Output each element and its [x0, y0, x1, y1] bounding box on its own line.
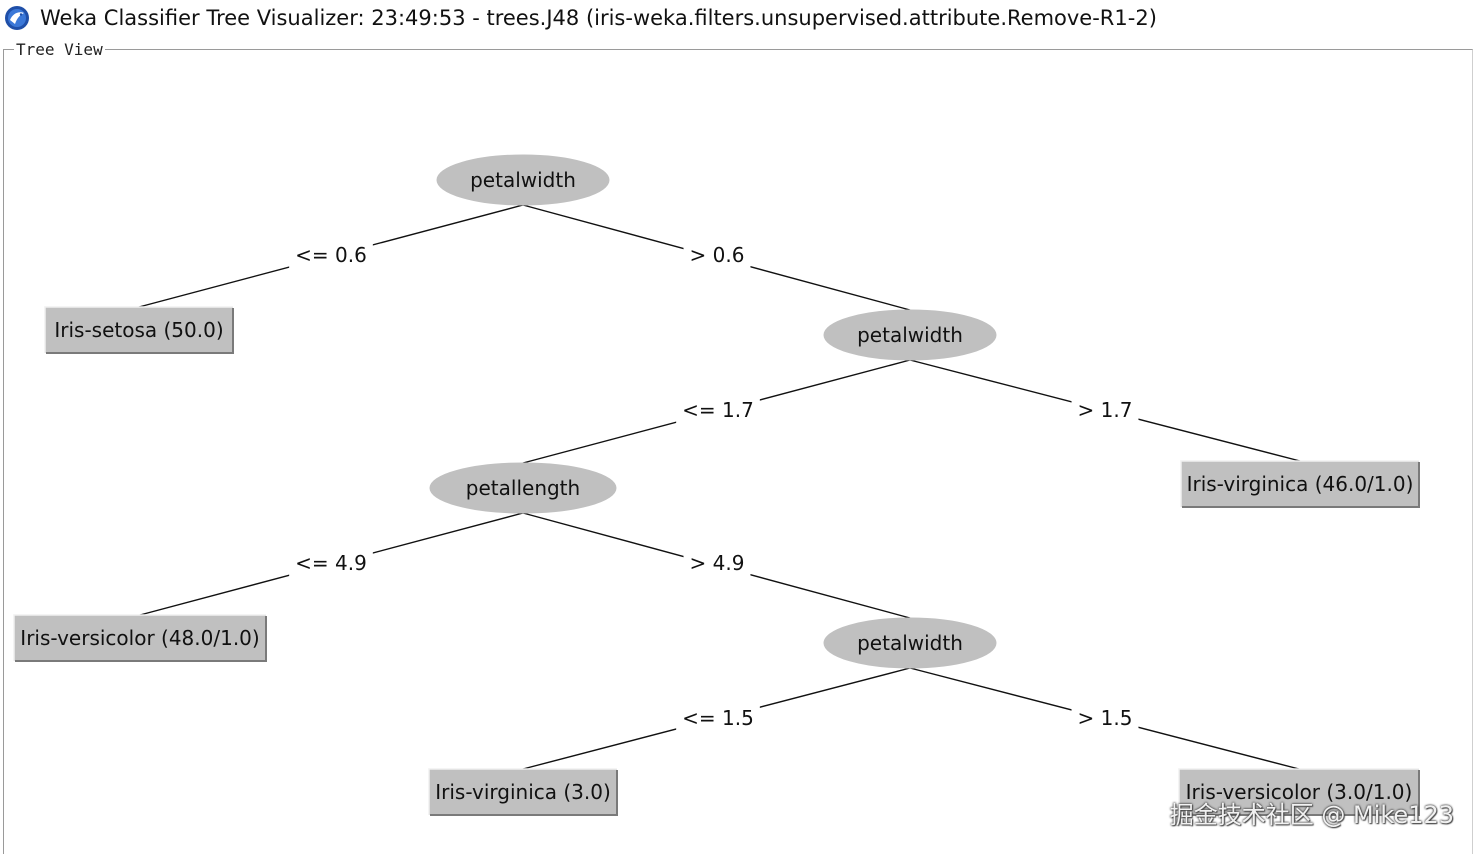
- svg-text:> 0.6: > 0.6: [690, 243, 745, 267]
- edge-label: <= 4.9: [289, 549, 373, 577]
- leaf-node[interactable]: Iris-versicolor (3.0/1.0): [1178, 768, 1420, 816]
- svg-text:<= 0.6: <= 0.6: [295, 243, 367, 267]
- node-label: Iris-versicolor (48.0/1.0): [20, 626, 259, 650]
- weka-bird-icon: [5, 6, 29, 30]
- title-bar[interactable]: Weka Classifier Tree Visualizer: 23:49:5…: [0, 0, 1478, 36]
- split-node[interactable]: petalwidth: [823, 617, 997, 669]
- watermark: 掘金技术社区 @ Mike123: [1169, 801, 1454, 829]
- svg-text:<= 4.9: <= 4.9: [295, 551, 367, 575]
- svg-text:> 1.7: > 1.7: [1078, 398, 1133, 422]
- node-label: Iris-setosa (50.0): [54, 318, 223, 342]
- leaf-node[interactable]: Iris-virginica (46.0/1.0): [1180, 460, 1420, 508]
- svg-text:> 4.9: > 4.9: [690, 551, 745, 575]
- node-label: petallength: [466, 476, 580, 500]
- node-label: Iris-versicolor (3.0/1.0): [1186, 780, 1413, 804]
- split-node[interactable]: petallength: [429, 462, 617, 514]
- edge-label: > 1.7: [1071, 396, 1139, 424]
- window-title: Weka Classifier Tree Visualizer: 23:49:5…: [40, 6, 1157, 30]
- node-label: Iris-virginica (46.0/1.0): [1187, 472, 1414, 496]
- node-label: petalwidth: [857, 631, 963, 655]
- node-label: petalwidth: [857, 323, 963, 347]
- edge-label: > 4.9: [683, 549, 751, 577]
- svg-text:<= 1.7: <= 1.7: [682, 398, 754, 422]
- leaf-node[interactable]: Iris-virginica (3.0): [428, 768, 618, 816]
- svg-text:<= 1.5: <= 1.5: [682, 706, 754, 730]
- leaf-node[interactable]: Iris-versicolor (48.0/1.0): [13, 614, 267, 662]
- edge-label: <= 1.7: [676, 396, 760, 424]
- node-label: petalwidth: [470, 168, 576, 192]
- leaf-node[interactable]: Iris-setosa (50.0): [44, 306, 234, 354]
- tree-view-panel: [3, 49, 1473, 854]
- split-node[interactable]: petalwidth: [823, 309, 997, 361]
- node-label: Iris-virginica (3.0): [435, 780, 611, 804]
- edge-label: > 0.6: [683, 241, 751, 269]
- split-node[interactable]: petalwidth: [436, 154, 610, 206]
- edge-label: <= 1.5: [676, 704, 760, 732]
- panel-title: Tree View: [14, 40, 105, 60]
- svg-text:> 1.5: > 1.5: [1078, 706, 1133, 730]
- edge-label: > 1.5: [1071, 704, 1139, 732]
- edge-label: <= 0.6: [289, 241, 373, 269]
